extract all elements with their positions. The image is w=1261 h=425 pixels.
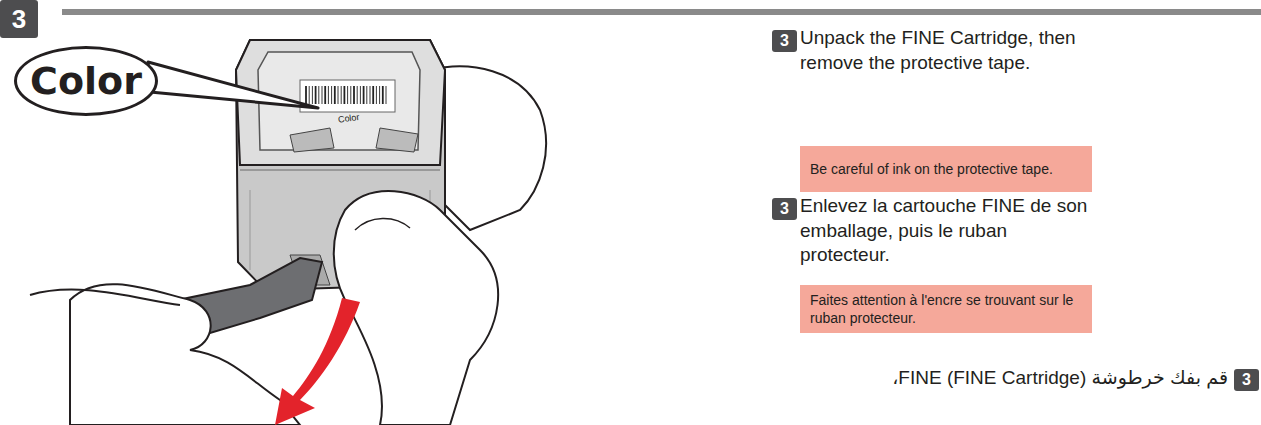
node-text: 3 [780, 201, 789, 217]
callout-oval: Color [14, 46, 158, 116]
barcode-bar [318, 86, 319, 104]
node-text: 3 [12, 6, 26, 32]
hand [430, 66, 546, 230]
instruction-text: Enlevez la cartouche FINE de son emballa… [800, 194, 1100, 268]
barcode-bar [322, 86, 323, 104]
node-text: Faites attention à l'encre se trouvant s… [810, 291, 1082, 327]
barcode-bar [357, 86, 358, 104]
caution-note: Be careful of ink on the protective tape… [800, 146, 1092, 192]
node-text: 3 [780, 33, 789, 49]
barcode-bar [328, 86, 329, 104]
barcode-bar [341, 86, 342, 104]
step-badge: 3 [772, 198, 797, 220]
barcode-bar [382, 86, 384, 104]
step-badge: 3 [0, 0, 38, 38]
header-bar [62, 9, 1261, 15]
barcode-bar [360, 86, 361, 104]
hand [334, 191, 498, 425]
barcode-bar [366, 86, 367, 104]
barcode-bar [372, 86, 374, 104]
barcode-bar [350, 86, 351, 104]
barcode-bar [324, 86, 326, 104]
node-text: Be careful of ink on the protective tape… [810, 160, 1082, 178]
barcode-bar [379, 86, 380, 104]
instruction-text: قم بفك خرطوشة FINE (FINE Cartridge)، [820, 366, 1228, 391]
cartridge-label: Color [338, 110, 379, 125]
barcode-bar [343, 86, 345, 104]
barcode-bar [370, 86, 371, 104]
barcode-bar [334, 86, 336, 104]
barcode-bar [347, 86, 348, 104]
node-text: 3 [1242, 372, 1251, 388]
barcode-bar [331, 86, 332, 104]
barcode-bar [315, 86, 317, 104]
direction-arrow [275, 298, 360, 425]
hand [70, 284, 300, 425]
callout-pointer [148, 62, 318, 108]
node-text: Color [30, 62, 142, 100]
barcode-bar [363, 86, 365, 104]
barcode-bar [305, 86, 307, 104]
step-badge: 3 [772, 30, 797, 52]
barcode-bar [312, 86, 313, 104]
caution-note: Faites attention à l'encre se trouvant s… [800, 285, 1092, 333]
barcode-bar [309, 86, 310, 104]
barcode-bar [338, 86, 339, 104]
instruction-text: Unpack the FINE Cartridge, then remove t… [800, 26, 1100, 75]
step-badge: 3 [1234, 369, 1259, 391]
barcode-bar [353, 86, 355, 104]
barcode-bar [386, 86, 387, 104]
barcode-bar [376, 86, 377, 104]
